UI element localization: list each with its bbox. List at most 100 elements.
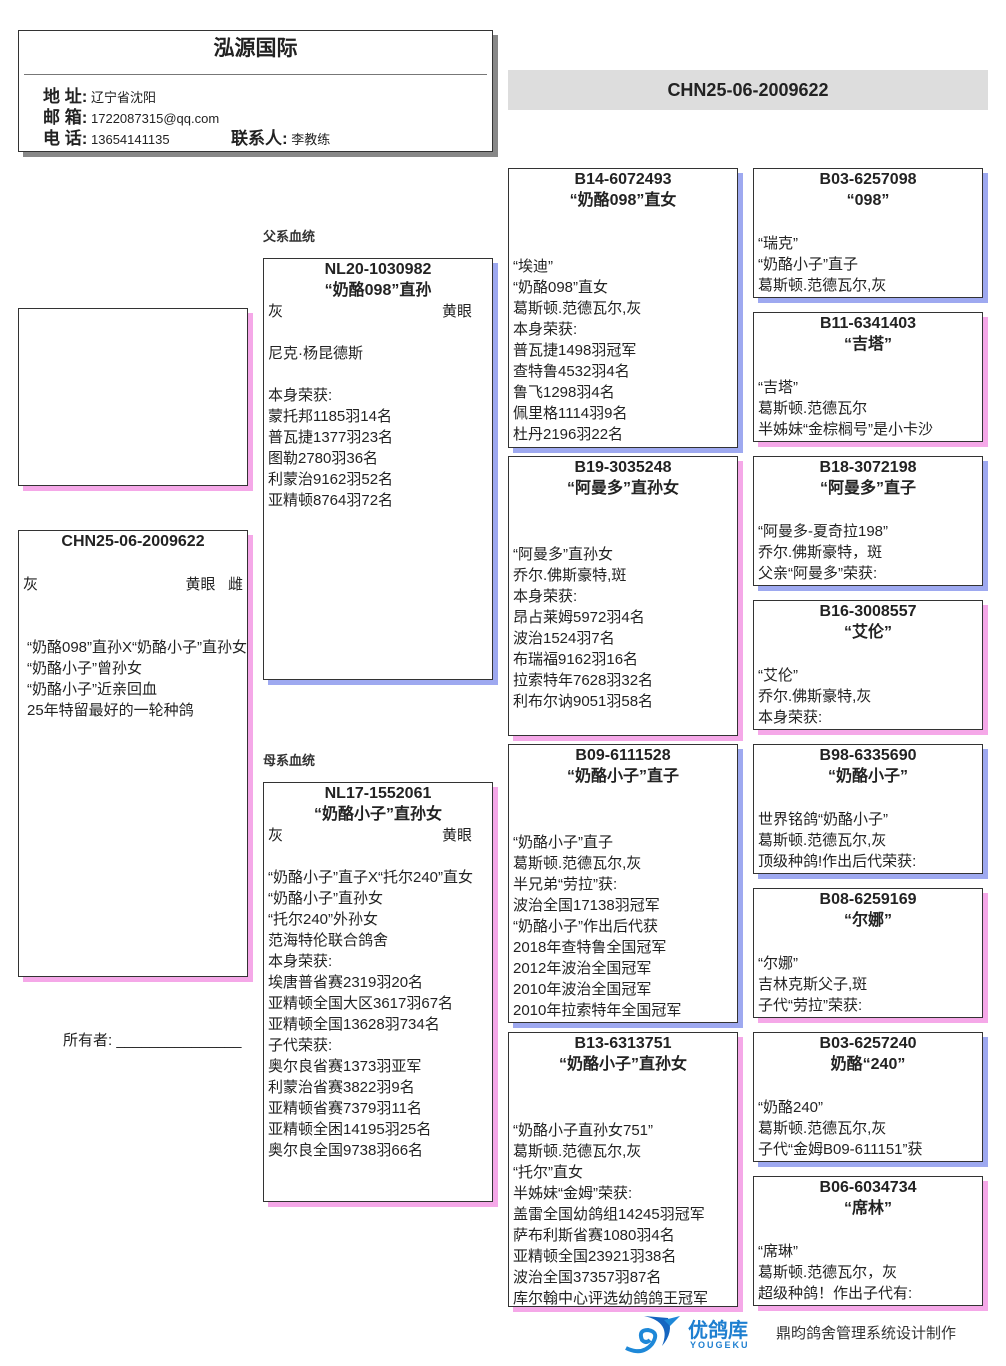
note-line: “瑞克” (758, 235, 798, 252)
pigeon-notes: “尔娜”吉林克斯父子,斑子代“劳拉”荣获: (754, 953, 982, 1016)
sire-name: “奶酪098”直孙 (324, 282, 432, 299)
note-line: 葛斯顿.范德瓦尔,灰 (758, 1120, 887, 1137)
note-line: 本身荣获: (268, 387, 333, 404)
note-line: “奶酪小子直孙女751” (513, 1122, 654, 1139)
note-line: 佩里格1114羽9名 (513, 405, 628, 422)
note-line: “奶酪098”直女 (513, 279, 609, 296)
note-line: “尔娜” (758, 955, 798, 972)
dam-notes: “奶酪小子”直子X“托尔240”直女“奶酪小子”直孙女“托尔240”外孙女范海特… (264, 846, 492, 1161)
note-line (264, 846, 492, 867)
note-line: 亚精顿全国大区3617羽67名 (268, 995, 454, 1012)
subject-notes: “奶酪098”直孙X“奶酪小子”直孙女 “奶酪小子”曾孙女 “奶酪小子”近亲回血 25… (19, 637, 247, 721)
pigeon-name: “席林” (843, 1200, 892, 1217)
note-line: 半兄弟“劳拉”获: (513, 876, 618, 893)
ring-number: B03-6257098 (819, 171, 917, 188)
pigeon-notes: “吉塔”葛斯顿.范德瓦尔半姊妹“金棕榈号”是小卡沙 (754, 377, 982, 440)
divider (24, 74, 487, 75)
note-line: “阿曼多”直孙女 (513, 546, 613, 563)
email-label: 邮 箱: (43, 108, 88, 127)
note-line: 埃唐普省赛2319羽20名 (268, 974, 424, 991)
subject-eye: 黄眼 (185, 576, 216, 593)
note-line: “奶酪小子”近亲回血 (27, 681, 157, 698)
note-line: 利蒙治9162羽52名 (268, 471, 394, 488)
note-line: 父亲“阿曼多”荣获: (758, 565, 878, 582)
pigeon-name: “奶酪小子” (827, 768, 908, 785)
ring-title-bar: CHN25-06-2009622 (508, 70, 988, 110)
subject-color: 灰 (23, 576, 39, 593)
note-line: 顶级种鸽!作出后代荣获: (758, 853, 917, 870)
logo-text-en: YOUGEKU (690, 1340, 750, 1350)
ring-number: B16-3008557 (819, 603, 917, 620)
pigeon-name: “奶酪小子”直子 (566, 768, 679, 785)
note-line: “奶酪098”直孙X“奶酪小子”直孙女 (27, 639, 248, 656)
note-line: 子代“金姆B09-611151”获 (758, 1141, 923, 1158)
note-line: 亚精顿8764羽72名 (268, 492, 394, 509)
note-line: 本身荣获: (513, 588, 578, 605)
sire-card: NL20-1030982 “奶酪098”直孙 灰黄眼 尼克·杨昆德斯本身荣获:蒙… (263, 258, 493, 680)
ring-number: B08-6259169 (819, 891, 917, 908)
great-grandparent-card: B08-6259169“尔娜”“尔娜”吉林克斯父子,斑子代“劳拉”荣获: (753, 888, 983, 1018)
pigeon-name: 奶酪“240” (830, 1056, 906, 1073)
note-line: 利布尔讷9051羽58名 (513, 693, 654, 710)
note-line: 昂占莱姆5972羽4名 (513, 609, 645, 626)
note-line: “奶酪小子”直子 (758, 256, 858, 273)
note-line: 亚精顿全国13628羽734名 (268, 1016, 440, 1033)
note-line: 葛斯顿.范德瓦尔,灰 (758, 277, 887, 294)
subject-card: CHN25-06-2009622 灰 黄眼 雌 “奶酪098”直孙X“奶酪小子”直… (18, 530, 248, 977)
dam-card: NL17-1552061 “奶酪小子”直孙女 灰黄眼 “奶酪小子”直子X“托尔2… (263, 782, 493, 1202)
address-label: 地 址: (43, 87, 88, 106)
pigeon-notes: “奶酪小子直孙女751”葛斯顿.范德瓦尔,灰“托尔”直女半姊妹“金姆”荣获:盖雷… (509, 1120, 737, 1307)
pigeon-notes: “阿曼多”直孙女乔尔.佛斯豪特,斑本身荣获:昂占莱姆5972羽4名波治1524羽… (509, 544, 737, 712)
note-line: “托尔240”外孙女 (268, 911, 379, 928)
note-line: 葛斯顿.范德瓦尔,灰 (758, 832, 887, 849)
note-line: “奶酪小子”曾孙女 (27, 660, 142, 677)
pigeon-notes: “阿曼多-夏奇拉198”乔尔.佛斯豪特，斑父亲“阿曼多”荣获: (754, 521, 982, 584)
dam-color: 灰 (268, 827, 284, 844)
note-line: “奶酪小子”作出后代获 (513, 918, 658, 935)
subject-sex: 雌 (227, 576, 243, 593)
phone-value: 13654141135 (91, 132, 170, 147)
note-line: 尼克·杨昆德斯 (268, 345, 363, 362)
sire-eye: 黄眼 (441, 303, 472, 320)
pigeon-name: “098” (846, 192, 890, 209)
great-grandparent-card: B06-6034734“席林”“席琳”葛斯顿.范德瓦尔，灰超级种鸽！作出子代有: (753, 1176, 983, 1306)
sire-line-label: 父系血统 (263, 229, 316, 244)
phone-label: 电 话: (43, 129, 88, 148)
ring-number: B98-6335690 (819, 747, 917, 764)
note-line: 库尔翰中心评选幼鸽鸽王冠军 (513, 1290, 709, 1307)
note-line: “奶酪小子”直子X“托尔240”直女 (268, 869, 474, 886)
note-line: “阿曼多-夏奇拉198” (758, 523, 889, 540)
note-line: 布瑞福9162羽16名 (513, 651, 639, 668)
note-line: “埃迪” (513, 258, 553, 275)
note-line: 利蒙治省赛3822羽9名 (268, 1079, 415, 1096)
note-line: 盖雷全国幼鸽组14245羽冠军 (513, 1206, 705, 1223)
footer-credit: 鼎昀鸽舍管理系统设计制作 (776, 1325, 957, 1342)
logo-swirl-icon (625, 1316, 680, 1354)
pigeon-name: “奶酪小子”直孙女 (558, 1056, 687, 1073)
ring-number: B13-6313751 (574, 1035, 672, 1052)
great-grandparent-card: B11-6341403“吉塔”“吉塔”葛斯顿.范德瓦尔半姊妹“金棕榈号”是小卡沙 (753, 312, 983, 442)
note-line: 2012年波治全国冠军 (513, 960, 652, 977)
ring-number: B18-3072198 (819, 459, 917, 476)
note-line: 萨布利斯省赛1080羽4名 (513, 1227, 675, 1244)
pigeon-name: “尔娜” (843, 912, 892, 929)
note-line: 图勒2780羽36名 (268, 450, 379, 467)
ring-number: B14-6072493 (574, 171, 672, 188)
note-line (264, 364, 492, 385)
note-line: 子代荣获: (268, 1037, 333, 1054)
pigeon-notes: “奶酪240”葛斯顿.范德瓦尔,灰子代“金姆B09-611151”获 (754, 1097, 982, 1160)
sire-ring: NL20-1030982 (324, 261, 432, 278)
pigeon-notes: “瑞克” “奶酪小子”直子葛斯顿.范德瓦尔,灰 (754, 233, 982, 296)
note-line: 葛斯顿.范德瓦尔 (758, 400, 868, 417)
ring-number: B11-6341403 (819, 315, 917, 332)
note-line: 奥尔良全国9738羽66名 (268, 1142, 424, 1159)
note-line: 奥尔良省赛1373羽亚军 (268, 1058, 422, 1075)
owner-blank[interactable]: _______________ (116, 1032, 242, 1049)
note-line: “席琳” (758, 1243, 798, 1260)
subject-ring: CHN25-06-2009622 (61, 533, 205, 550)
note-line: 25年特留最好的一轮种鸽 (27, 702, 194, 719)
ring-number: B06-6034734 (819, 1179, 917, 1196)
grandparent-card: B14-6072493“奶酪098”直女“埃迪”“奶酪098”直女葛斯顿.范德瓦… (508, 168, 738, 448)
note-line: 亚精顿全困14195羽25名 (268, 1121, 432, 1138)
